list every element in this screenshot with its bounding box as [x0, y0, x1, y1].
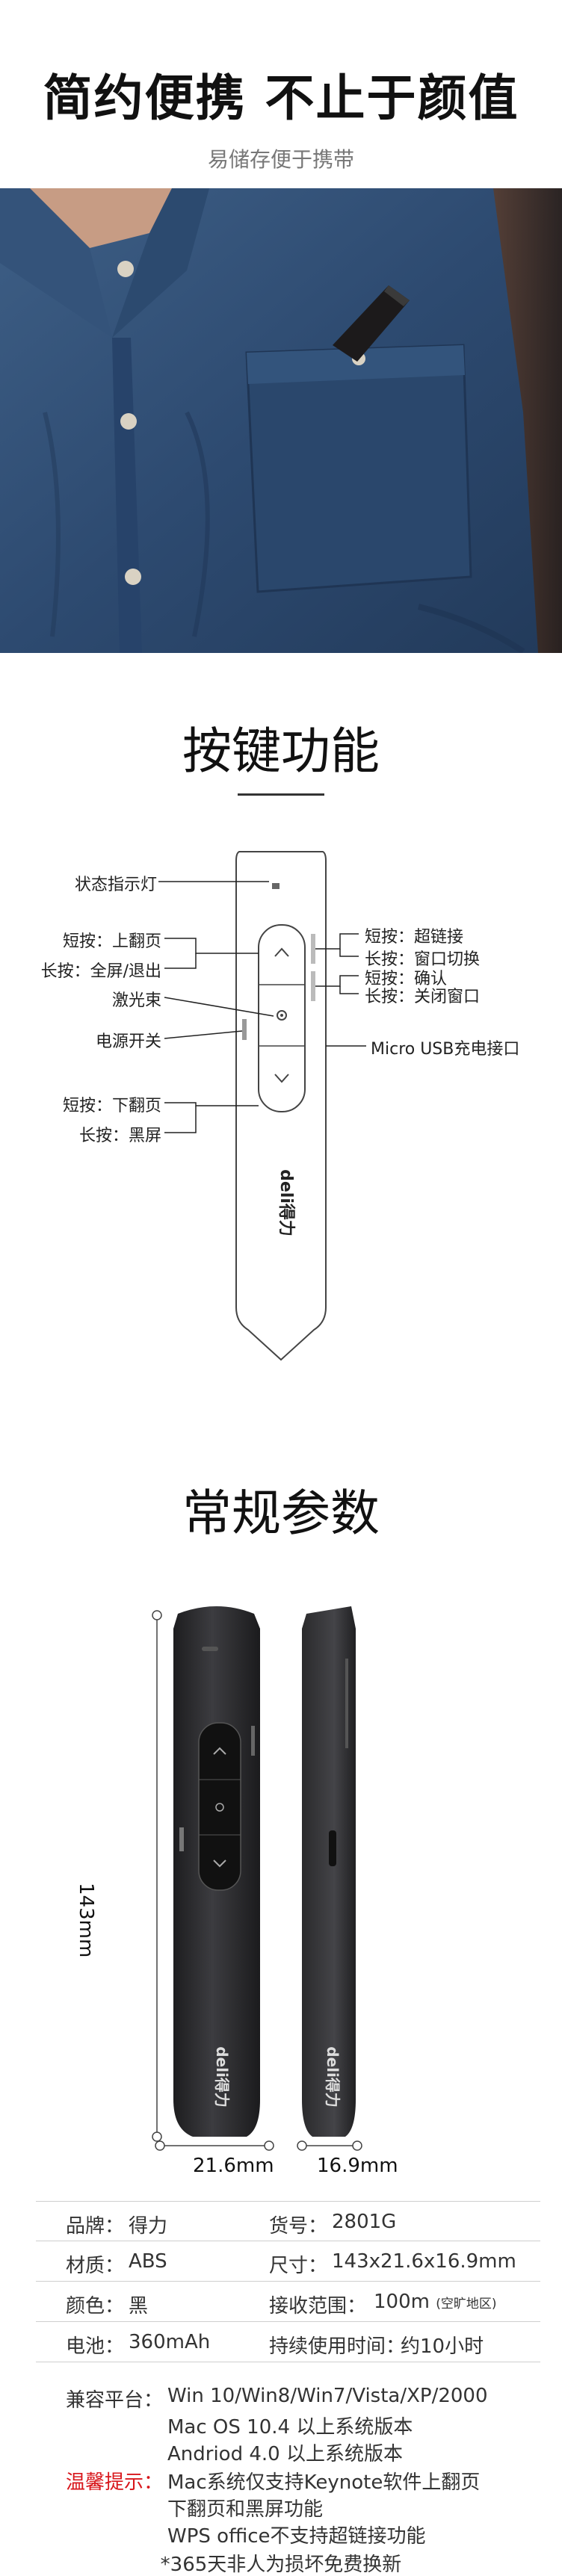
tip-line-1: Mac系统仅支持Keynote软件上翻页 — [167, 2471, 481, 2494]
hero-title: 简约便携 不止于颜值 — [43, 69, 519, 127]
label-laser: 激光束 — [111, 991, 161, 1010]
brand-logo-text: deli得力 — [277, 1169, 296, 1236]
spec-value: 约10小时 — [401, 2335, 484, 2358]
compat-line-2: Mac OS 10.4 以上系统版本 — [167, 2416, 413, 2439]
label-up-long: 长按：全屏/退出 — [40, 962, 161, 981]
spec-key: 颜色： — [66, 2295, 125, 2318]
title-underline — [238, 793, 324, 796]
label-down-long: 长按：黑屏 — [78, 1127, 161, 1145]
spec-key: 持续使用时间： — [269, 2335, 406, 2358]
presenter-diagram: deli得力 — [158, 851, 366, 1361]
compat-line-1: Win 10/Win8/Win7/Vista/XP/2000 — [167, 2385, 488, 2407]
label-power: 电源开关 — [95, 1032, 161, 1051]
spec-value: 360mAh — [129, 2331, 211, 2353]
hero-subtitle: 易储存便于携带 — [207, 147, 354, 172]
warranty-note: *365天非人为损坏免费换新 — [160, 2554, 402, 2576]
spec-value: ABS — [129, 2250, 167, 2273]
presenter-dimension-photo: deli得力 deli得力 — [152, 1606, 362, 2151]
spec-row-battery: 电池： 360mAh 持续使用时间： 约10小时 — [36, 2322, 540, 2362]
label-usb-port: Micro USB充电接口 — [371, 1040, 520, 1059]
params-title: 常规参数 — [182, 1484, 380, 1542]
spec-row-brand: 品牌： 得力 货号： 2801G — [36, 2201, 540, 2241]
spec-key: 接收范围： — [269, 2295, 367, 2318]
spec-value: 黑 — [129, 2295, 149, 2318]
label-status-led: 状态指示灯 — [74, 876, 157, 894]
spec-row-color: 颜色： 黑 接收范围： 100m (空旷地区) — [36, 2282, 540, 2322]
functions-title: 按键功能 — [182, 722, 380, 780]
spec-key: 材质： — [66, 2255, 125, 2277]
tip-line-2: 下翻页和黑屏功能 — [167, 2498, 324, 2521]
label-down-short: 短按：下翻页 — [62, 1097, 161, 1115]
compat-line-3: Andriod 4.0 以上系统版本 — [167, 2443, 403, 2465]
tip-label: 温馨提示： — [66, 2471, 164, 2494]
spec-value: 2801G — [332, 2211, 397, 2233]
side-brand-text: deli得力 — [324, 2046, 342, 2108]
front-brand-text: deli得力 — [213, 2046, 231, 2108]
spec-value: 得力 — [129, 2215, 168, 2238]
spec-key: 电池： — [66, 2335, 125, 2358]
dim-height: 143mm — [75, 1883, 97, 1958]
spec-value: 100m — [374, 2291, 430, 2313]
product-photo-shirt-pocket — [0, 188, 562, 653]
spec-key: 尺寸： — [269, 2255, 328, 2277]
spec-key: 品牌： — [66, 2215, 125, 2238]
label-up-short: 短按：上翻页 — [62, 932, 161, 951]
label-ok-short: 短按：确认 — [365, 970, 448, 988]
spec-key: 货号： — [269, 2215, 328, 2238]
compat-label: 兼容平台： — [66, 2389, 164, 2412]
spec-row-material: 材质： ABS 尺寸： 143x21.6x16.9mm — [36, 2241, 540, 2282]
label-hyperlink-short: 短按：超链接 — [365, 928, 464, 947]
dim-width: 21.6mm — [193, 2155, 274, 2177]
tip-line-3: WPS office不支持超链接功能 — [167, 2525, 426, 2548]
label-ok-long: 长按：关闭窗口 — [365, 988, 481, 1006]
spec-note: (空旷地区) — [436, 2297, 497, 2312]
label-hyperlink-long: 长按：窗口切换 — [365, 950, 481, 969]
spec-value: 143x21.6x16.9mm — [332, 2250, 516, 2273]
dim-depth: 16.9mm — [317, 2155, 398, 2177]
